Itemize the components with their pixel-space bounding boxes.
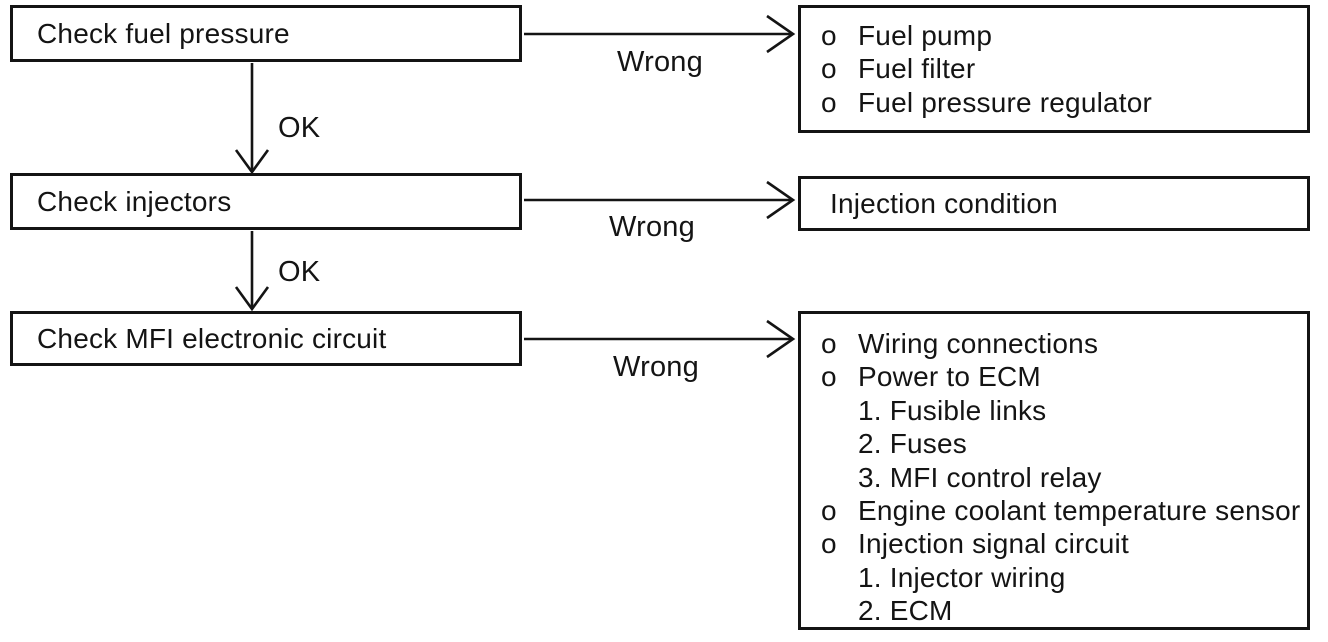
bullet-marker: o bbox=[821, 528, 837, 560]
result-item-text: 1. Fusible links bbox=[858, 394, 1047, 426]
step-box-check-mfi-circuit: Check MFI electronic circuit bbox=[10, 311, 522, 366]
bullet-marker: o bbox=[821, 361, 837, 393]
result-subitem: 3. MFI control relay bbox=[801, 461, 1307, 494]
result-item-text: Engine coolant temperature sensor bbox=[858, 495, 1301, 527]
wrong-arrow-1 bbox=[524, 14, 796, 54]
step-box-check-injectors: Check injectors bbox=[10, 173, 522, 230]
bullet-marker: o bbox=[821, 328, 837, 359]
bullet-marker: o bbox=[821, 86, 837, 118]
result-item-text: Injection condition bbox=[830, 187, 1058, 219]
result-item-text: Fuel pressure regulator bbox=[858, 86, 1153, 118]
result-item: o Fuel filter bbox=[801, 52, 1307, 85]
result-item-text: Power to ECM bbox=[858, 361, 1041, 393]
result-item: o Fuel pump bbox=[801, 19, 1307, 52]
result-item: o Injection signal circuit bbox=[801, 527, 1307, 560]
result-item-text: 2. ECM bbox=[858, 595, 953, 627]
result-item-text: 2. Fuses bbox=[858, 428, 967, 460]
result-item: o Power to ECM bbox=[801, 360, 1307, 393]
result-item-text: Wiring connections bbox=[858, 328, 1099, 359]
result-item: o Wiring connections bbox=[801, 327, 1307, 360]
step-box-label: Check injectors bbox=[37, 185, 232, 217]
wrong-arrow-3 bbox=[524, 319, 796, 359]
result-item-text: Injection signal circuit bbox=[858, 528, 1129, 560]
result-box-injectors: Injection condition bbox=[798, 176, 1310, 231]
bullet-marker: o bbox=[821, 53, 837, 85]
step-box-check-fuel-pressure: Check fuel pressure bbox=[10, 5, 522, 62]
step-box-label: Check MFI electronic circuit bbox=[37, 322, 387, 354]
result-item-text: Fuel pump bbox=[858, 19, 993, 51]
bullet-marker: o bbox=[821, 495, 837, 527]
result-item: o Fuel pressure regulator bbox=[801, 86, 1307, 119]
wrong-arrow-2 bbox=[524, 180, 796, 220]
wrong-label-3: Wrong bbox=[613, 351, 699, 383]
ok-label-2: OK bbox=[278, 256, 321, 288]
ok-label-1: OK bbox=[278, 112, 321, 144]
result-item-text: 1. Injector wiring bbox=[858, 561, 1066, 593]
wrong-label-2: Wrong bbox=[609, 211, 695, 243]
result-item-text: 3. MFI control relay bbox=[858, 461, 1102, 493]
result-subitem: 1. Injector wiring bbox=[801, 561, 1307, 594]
ok-arrow-2 bbox=[234, 231, 270, 312]
bullet-marker: o bbox=[821, 19, 837, 51]
step-box-label: Check fuel pressure bbox=[37, 17, 290, 49]
result-item: o Engine coolant temperature sensor bbox=[801, 494, 1307, 527]
result-subitem: 2. ECM bbox=[801, 594, 1307, 627]
result-subitem: 1. Fusible links bbox=[801, 394, 1307, 427]
wrong-label-1: Wrong bbox=[617, 46, 703, 78]
ok-arrow-1 bbox=[234, 63, 270, 175]
result-subitem: 2. Fuses bbox=[801, 427, 1307, 460]
result-item-text: Fuel filter bbox=[858, 53, 976, 85]
result-item: Injection condition bbox=[801, 187, 1307, 220]
